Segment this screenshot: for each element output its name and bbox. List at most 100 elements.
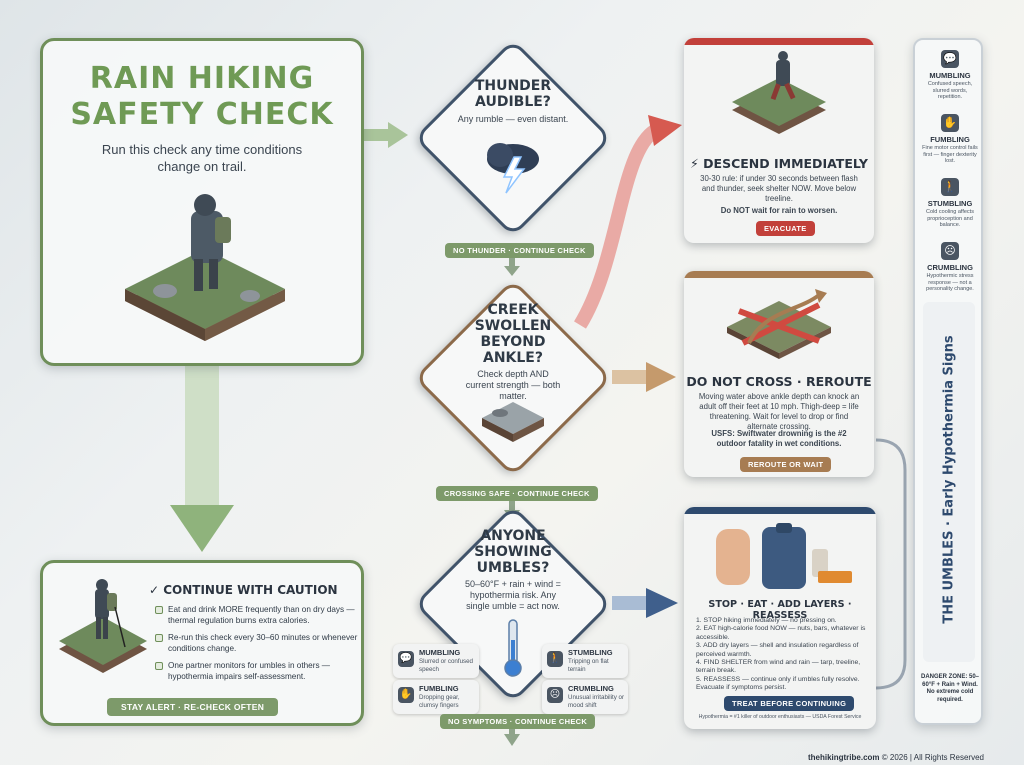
symptom-name: FUMBLING [419,684,459,693]
treatment-supplies-illustration [716,523,852,589]
danger-zone-note: DANGER ZONE: 50–60°F + Rain + Wind. No e… [921,674,980,703]
creek-decision: CREEK SWOLLEN BEYOND ANKLE? Check depth … [413,279,613,480]
caution-title: ✓ CONTINUE WITH CAUTION [149,583,338,597]
descend-body: 30-30 rule: if under 30 seconds between … [700,174,858,203]
treat-title: STOP · EAT · ADD LAYERS · REASSESS [708,599,852,621]
umbles-subtext: 50–60°F + rain + wind = hypothermia risk… [465,579,561,611]
symptom-desc: Slurred or confused speech [419,658,473,673]
sidebar-item-desc: Cold cooling affects proprioception and … [926,209,974,228]
sidebar-item-fumbling: ✋ FUMBLING Fine motor control fails firs… [922,114,978,165]
umbles-sidebar: 💬 MUMBLING Confused speech, slurred word… [913,38,983,725]
speech-bubble-icon: 💬 [941,50,959,68]
checkbox-icon [155,634,163,642]
reroute-body: Moving water above ankle depth can knock… [698,392,860,431]
running-hiker-illustration [732,51,826,134]
recheck-button[interactable]: STAY ALERT · RE-CHECK OFTEN [107,698,279,716]
umbles-question-line1: ANYONE [480,528,546,544]
caution-item-text: Re-run this check every 30–60 minutes or… [168,633,358,653]
creek-terrain-icon [482,402,544,442]
sidebar-item-crumbling: ☹ CRUMBLING Hypothermic stress response … [922,242,978,293]
symptom-name: CRUMBLING [568,684,614,693]
treat-footnote: Hypothermia = #1 killer of outdoor enthu… [698,714,862,720]
descend-card: ⚡ DESCEND IMMEDIATELY 30-30 rule: if und… [684,38,874,243]
sidebar-item-desc: Fine motor control fails first — finger … [922,145,978,164]
caution-panel: ✓ CONTINUE WITH CAUTION Eat and drink MO… [40,560,364,726]
thunder-continue-label: NO THUNDER · CONTINUE CHECK [445,243,594,258]
sad-face-icon: ☹ [547,687,563,703]
sidebar-item-name: FUMBLING [930,135,970,144]
creek-question-line3: BEYOND ANKLE? [480,334,546,366]
sidebar-item-desc: Confused speech, slurred words, repetiti… [927,81,973,100]
umble-symptom-fumbling: ✋ FUMBLING Dropping gear, clumsy fingers [393,680,479,714]
thunder-decision: THUNDER AUDIBLE? Any rumble — even dista… [413,39,613,240]
sidebar-item-mumbling: 💬 MUMBLING Confused speech, slurred word… [922,50,978,101]
treat-button[interactable]: TREAT BEFORE CONTINUING [724,696,855,711]
copyright-footer: thehikingtribe.com © 2026 | All Rights R… [808,753,984,762]
thermometer-icon [504,619,522,677]
caution-item: One partner monitors for umbles in other… [155,661,373,682]
hiker-in-rain-illustration [125,194,285,341]
reroute-card: DO NOT CROSS · REROUTE Moving water abov… [684,271,874,477]
creek-subtext: Check depth AND current strength — both … [465,369,561,401]
creek-question-line1: CREEK [487,302,539,318]
umble-symptom-mumbling: 💬 MUMBLING Slurred or confused speech [393,644,479,678]
sidebar-vertical-title: THE UMBLES · Early Hypothermia Signs [923,302,975,662]
sad-face-icon: ☹ [941,242,959,260]
treat-step: 3. ADD dry layers — shell and insulation… [696,642,859,658]
caution-item: Eat and drink MORE frequently than on dr… [155,605,373,626]
creek-continue-label: CROSSING SAFE · CONTINUE CHECK [436,486,598,501]
symptom-name: STUMBLING [568,648,613,657]
descend-warning: Do NOT wait for rain to worsen. [720,206,838,215]
treat-step: 2. EAT high-calorie food NOW — nuts, bar… [696,625,866,641]
reroute-fact: USFS: Swiftwater drowning is the #2 outd… [711,429,847,448]
hand-icon: ✋ [941,114,959,132]
symptom-desc: Unusual irritability or mood shift [568,694,625,709]
copyright-text: © 2026 | All Rights Reserved [881,753,984,762]
sidebar-item-name: STUMBLING [927,199,973,208]
treat-steps: 1. STOP hiking immediately — no pressing… [696,617,866,693]
umbles-question-line2: SHOWING [474,544,552,560]
umbles-question-line3: UMBLES? [476,560,550,576]
speech-bubble-icon: 💬 [398,651,414,667]
reroute-button[interactable]: REROUTE OR WAIT [740,457,832,472]
treat-step: 5. REASSESS — continue only if umbles fu… [696,675,860,692]
caution-item-text: Eat and drink MORE frequently than on dr… [168,605,355,625]
checkbox-icon [155,606,163,614]
symptom-name: MUMBLING [419,648,461,657]
walking-person-icon: 🚶 [547,651,563,667]
umbles-continue-label: NO SYMPTOMS · CONTINUE CHECK [440,714,596,729]
page-title-line2: SAFETY CHECK [70,97,334,132]
evacuate-button[interactable]: EVACUATE [756,221,815,236]
sidebar-item-name: CRUMBLING [927,263,973,272]
thunder-question: THUNDER AUDIBLE? [474,78,552,110]
site-link[interactable]: thehikingtribe.com [807,753,880,762]
thunder-subtext: Any rumble — even distant. [457,114,569,124]
title-panel: RAIN HIKING SAFETY CHECK Run this check … [40,38,364,366]
umble-symptom-stumbling: 🚶 STUMBLING Tripping on flat terrain [542,644,628,678]
umble-symptom-crumbling: ☹ CRUMBLING Unusual irritability or mood… [542,680,628,714]
treat-card: STOP · EAT · ADD LAYERS · REASSESS 1. ST… [684,507,876,729]
blocked-crossing-illustration [727,289,831,359]
sidebar-title-text: THE UMBLES · Early Hypothermia Signs [941,335,957,624]
descend-title: ⚡ DESCEND IMMEDIATELY [690,156,868,171]
symptom-desc: Dropping gear, clumsy fingers [419,694,460,709]
sidebar-item-desc: Hypothermic stress response — not a pers… [926,273,974,292]
storm-cloud-icon [487,143,539,194]
symptom-desc: Tripping on flat terrain [568,658,609,673]
walking-person-icon: 🚶 [941,178,959,196]
sidebar-item-stumbling: 🚶 STUMBLING Cold cooling affects proprio… [922,178,978,229]
hand-icon: ✋ [398,687,414,703]
reroute-title: DO NOT CROSS · REROUTE [686,374,872,389]
caution-item-text: One partner monitors for umbles in other… [168,661,330,681]
sidebar-item-name: MUMBLING [929,71,971,80]
checkbox-icon [155,662,163,670]
creek-question-line2: SWOLLEN [474,318,552,334]
treat-step: 1. STOP hiking immediately — no pressing… [696,617,837,624]
caution-item: Re-run this check every 30–60 minutes or… [155,633,373,654]
umbles-decision: ANYONE SHOWING UMBLES? 50–60°F + rain + … [413,505,613,706]
page-subtitle: Run this check any time conditions chang… [101,142,303,174]
hiker-with-poles-illustration [59,579,147,673]
page-title-line1: RAIN HIKING [89,61,315,96]
treat-step: 4. FIND SHELTER from wind and rain — tar… [696,659,861,675]
